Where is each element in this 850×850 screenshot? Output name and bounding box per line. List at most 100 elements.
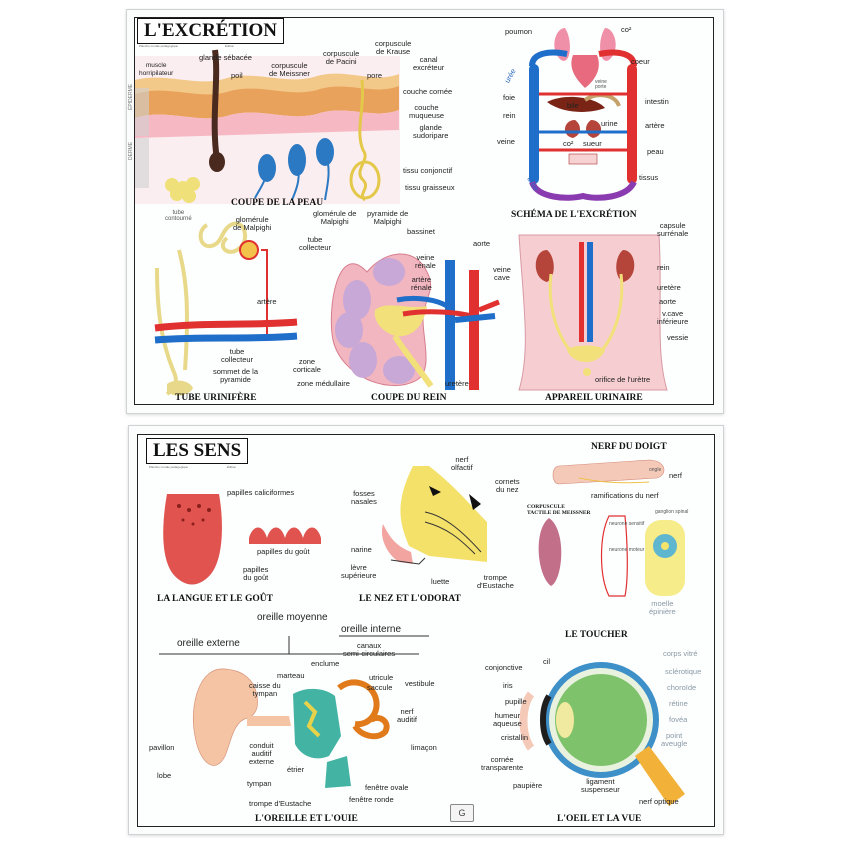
caption-corpuscule-meissner: CORPUSCULE TACTILE DE MEISSNER [527,504,591,516]
label-uretere-appareil: uretère [657,283,681,292]
label-epiderme: ÉPIDERME [128,83,134,110]
label-sommet-pyramide: sommet de la pyramide [213,367,259,384]
label-neurone-moteur: neurone moteur [609,547,645,553]
label-fovea: fovéa [669,715,688,724]
label-bassinet: bassinet [407,227,435,236]
label-glande-sudoripare: glande sudoripare [413,123,449,140]
label-caisse-tympan: caisse du tympan [249,681,281,698]
label-pavillon: pavillon [149,743,175,752]
label-cristallin: cristallin [501,733,529,742]
eye-illustration [519,662,685,806]
label-bile: bile [567,101,579,110]
label-oreille-moyenne: oreille moyenne [257,612,328,623]
label-levre-superieure: lèvre supérieure [341,563,377,580]
label-peau-schema: peau [647,147,664,156]
label-aorte-appareil: aorte [659,297,677,306]
label-pacini: corpuscule de Pacini [323,49,360,66]
label-tissu-graisseux: tissu graisseux [405,183,455,192]
label-glomerule-tube: glomérule de Malpighi [233,215,272,232]
label-trompe-eustache-oreille: trompe d'Eustache [249,799,312,808]
label-nerf-auditif: nerf auditif [397,707,418,724]
label-point-aveugle: point aveugle [661,731,688,748]
tube-urinifere-illustration [154,221,298,396]
label-nerf-doigt: nerf [669,471,682,480]
label-aorte-rein: aorte [473,239,491,248]
caption-tube-urinifere: TUBE URINIFÈRE [175,393,257,403]
label-ganglion-spinal: ganglion spinal [655,509,689,515]
label-krause: corpuscule de Krause [375,39,412,56]
label-corps-vitre: corps vitré [663,649,698,658]
label-artere-schema: artère [645,121,665,130]
label-veine-cave: veine cave [493,265,511,282]
excretion-schema-illustration [529,28,637,201]
label-utricule: utricule [369,673,394,682]
excretion-title: L'EXCRÉTION [137,18,285,44]
label-papilles-gout-1: papilles du goût [257,547,310,556]
sens-title: LES SENS [146,438,249,464]
label-co2-mid: co² [563,139,574,148]
caption-oeil: L'OEIL ET LA VUE [557,814,642,824]
label-uretere-rein: uretère [445,379,469,388]
label-muscle-horripilateur: muscle horripilateur [139,62,174,77]
caption-schema-excretion: SCHÉMA DE L'EXCRÉTION [511,210,637,220]
finger-illustration [538,459,685,597]
label-veine-renale: veine rénale [415,253,436,270]
sens-edition: Édition [227,465,237,469]
label-vcave-inferieure: v.cave inférieure [657,309,689,326]
label-rein-schema: rein [503,111,516,120]
label-veine-schema: veine [497,137,515,146]
caption-langue: LA LANGUE ET LE GOÛT [157,594,273,604]
label-fenetre-ronde: fenêtre ronde [349,795,394,804]
label-retine: rétine [669,699,688,708]
ear-illustration [192,668,390,788]
label-veine-porte: veine porte [595,79,607,90]
label-artere-tube: artère [257,297,277,306]
label-saccule: saccule [367,683,393,692]
label-fenetre-ovale: fenêtre ovale [365,783,409,792]
label-ligament-suspenseur: ligament suspenseur [581,777,620,794]
label-glomerule-rein: glomérule de Malpighi [313,209,357,226]
label-capsule-surrenale: capsule surrénale [657,221,689,238]
label-poil: poil [231,71,243,80]
sens-illustrations [159,459,685,806]
label-vessie: vessie [667,333,689,342]
label-canaux-semi-circulaires: canaux semi-circulaires [343,641,396,658]
label-iris: iris [503,681,513,690]
tongue-illustration [163,494,321,585]
label-trompe-eustache-nez: trompe d'Eustache [477,573,514,590]
label-couche-cornee: couche cornée [403,87,453,96]
label-derme: DERME [128,141,134,160]
label-choroide: choroïde [667,683,697,692]
caption-coupe-rein: COUPE DU REIN [371,393,447,403]
publisher-logo: G [450,804,474,822]
label-tube-collecteur-rein: tube collecteur [299,235,332,252]
label-etrier: étrier [287,765,305,774]
label-nerf-optique: nerf optique [639,797,679,806]
caption-nez: LE NEZ ET L'ODORAT [359,594,461,604]
caption-nerf-doigt: NERF DU DOIGT [591,442,667,452]
label-paupiere: paupière [513,781,543,790]
label-canal-excreteur: canal excréteur [413,55,445,72]
label-coeur: coeur [631,57,650,66]
nose-illustration [381,466,487,565]
label-glande-sebacee: glande sébacée [199,53,252,62]
label-neurone-sensitif: neurone sensitif [609,521,645,527]
label-conjonctive: conjonctive [485,663,523,672]
excretion-illustrations [135,28,668,396]
label-zone-corticale: zone corticale [293,357,321,374]
sens-subtitle: Planche murale pédagogique [149,465,189,469]
label-tube-collecteur: tube collecteur [221,347,254,364]
label-couche-muqueuse: couche muqueuse [409,103,445,120]
label-pupille: pupille [505,697,527,706]
label-pyramide: pyramide de Malpighi [367,209,409,226]
label-lobe: lobe [157,771,172,780]
label-tympan: tympan [247,779,272,788]
label-cil: cil [543,657,551,666]
label-nerf-olfactif: nerf olfactif [451,455,473,472]
label-co2-top: co² [621,25,632,34]
excretion-subtitle: Planche murale pédagogique [139,44,179,48]
label-papilles-caliciformes: papilles caliciformes [227,488,295,497]
label-artere-renale: artère rénale [411,275,432,292]
label-rein-appareil: rein [657,263,670,272]
label-orifice-uretre: orifice de l'urètre [595,375,651,384]
